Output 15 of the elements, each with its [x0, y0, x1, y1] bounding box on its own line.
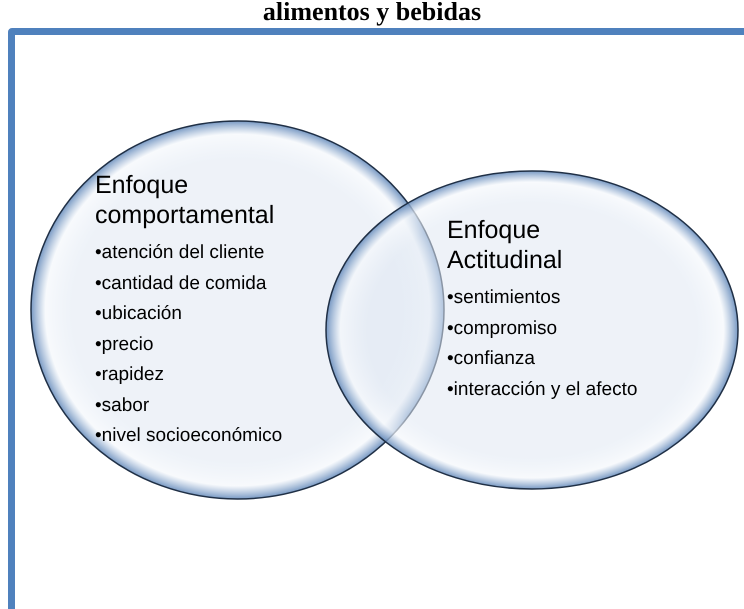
bullet-item: •sentimientos	[447, 286, 562, 310]
bullet-item: •precio	[95, 332, 154, 356]
diagram-title: alimentos y bebidas	[262, 0, 482, 26]
venn-circle	[325, 170, 739, 490]
bullet-item: •rapidez	[95, 363, 165, 387]
bullet-item: •compromiso	[447, 316, 558, 340]
circle-heading: Enfoque Actitudinal	[447, 215, 564, 275]
bullet-item: •ubicación	[95, 302, 183, 326]
circle-heading: Enfoque comportamental	[95, 170, 276, 230]
bullet-item: •cantidad de comida	[95, 272, 268, 296]
bullet-item: •atención del cliente	[95, 241, 266, 265]
bullet-item: •sabor	[95, 394, 150, 418]
bullet-item: •confianza	[447, 347, 536, 371]
bullet-item: •nivel socioeconómico	[95, 424, 284, 448]
bullet-item: •interacción y el afecto	[447, 378, 638, 402]
